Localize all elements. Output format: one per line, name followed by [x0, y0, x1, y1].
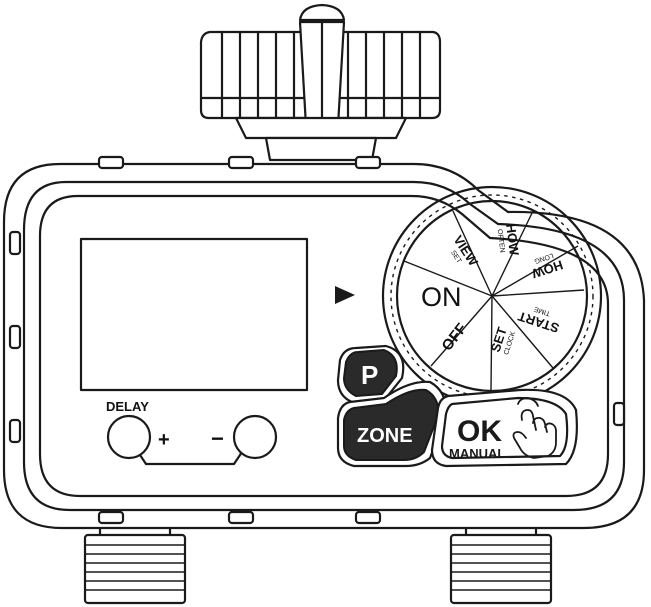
- dial-label-on: ON: [421, 282, 462, 312]
- delay-plus-label: +: [158, 429, 170, 451]
- manual-button-label: MANUAL: [449, 446, 505, 461]
- hand-press-icon: [512, 397, 557, 459]
- delay-minus-button[interactable]: [232, 414, 278, 460]
- delay-plus-button[interactable]: [106, 414, 152, 460]
- p-button-label: P: [361, 360, 378, 390]
- zone-button-label: ZONE: [357, 425, 413, 447]
- triangle-pointer-icon: [335, 286, 355, 304]
- p-button[interactable]: [336, 344, 405, 404]
- delay-minus-label: −: [211, 426, 224, 451]
- dial-label-how-often-sub: OFTEN: [496, 229, 506, 253]
- ok-manual-button[interactable]: [430, 388, 578, 468]
- zone-button[interactable]: [336, 380, 448, 468]
- dial-label-start-sub: TIME: [533, 305, 551, 317]
- delay-label: DELAY: [106, 399, 149, 414]
- lcd-screen: [79, 237, 309, 392]
- dial-label-set: SET: [488, 325, 510, 354]
- ok-button-label: OK: [457, 415, 502, 448]
- top-connector: [199, 3, 442, 162]
- dial-label-how-often: HOW: [503, 223, 522, 257]
